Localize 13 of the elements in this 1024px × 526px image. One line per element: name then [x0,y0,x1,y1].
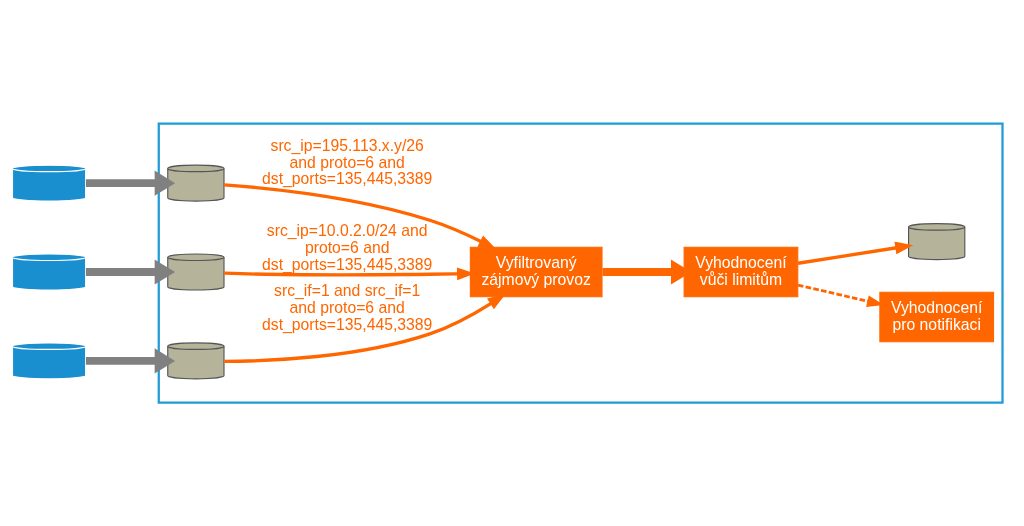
edge-label: src_ip=195.113.x.y/26 and proto=6 and dst_ports=135,445,3389 [262,136,433,188]
cluster [157,122,1004,404]
arrow [797,241,914,265]
edge-label: src_ip=10.0.2.0/24 and proto=6 and dst_ports=135,445,3389 [262,222,433,273]
edge-label: src_if=1 and src_if=1 and proto=6 and dst_ports=135,445,3389 [262,281,433,333]
arrow [85,348,176,374]
arrow [224,183,497,250]
arrow [224,294,506,363]
node-box: Vyhodnocení pro notifikaci [879,291,995,343]
arrow [85,259,176,285]
arrow [85,170,176,196]
node-box: Vyhodnocení vůči limitům [683,246,799,298]
node-box: Vyfiltrovaný zájmový provoz [469,246,603,298]
